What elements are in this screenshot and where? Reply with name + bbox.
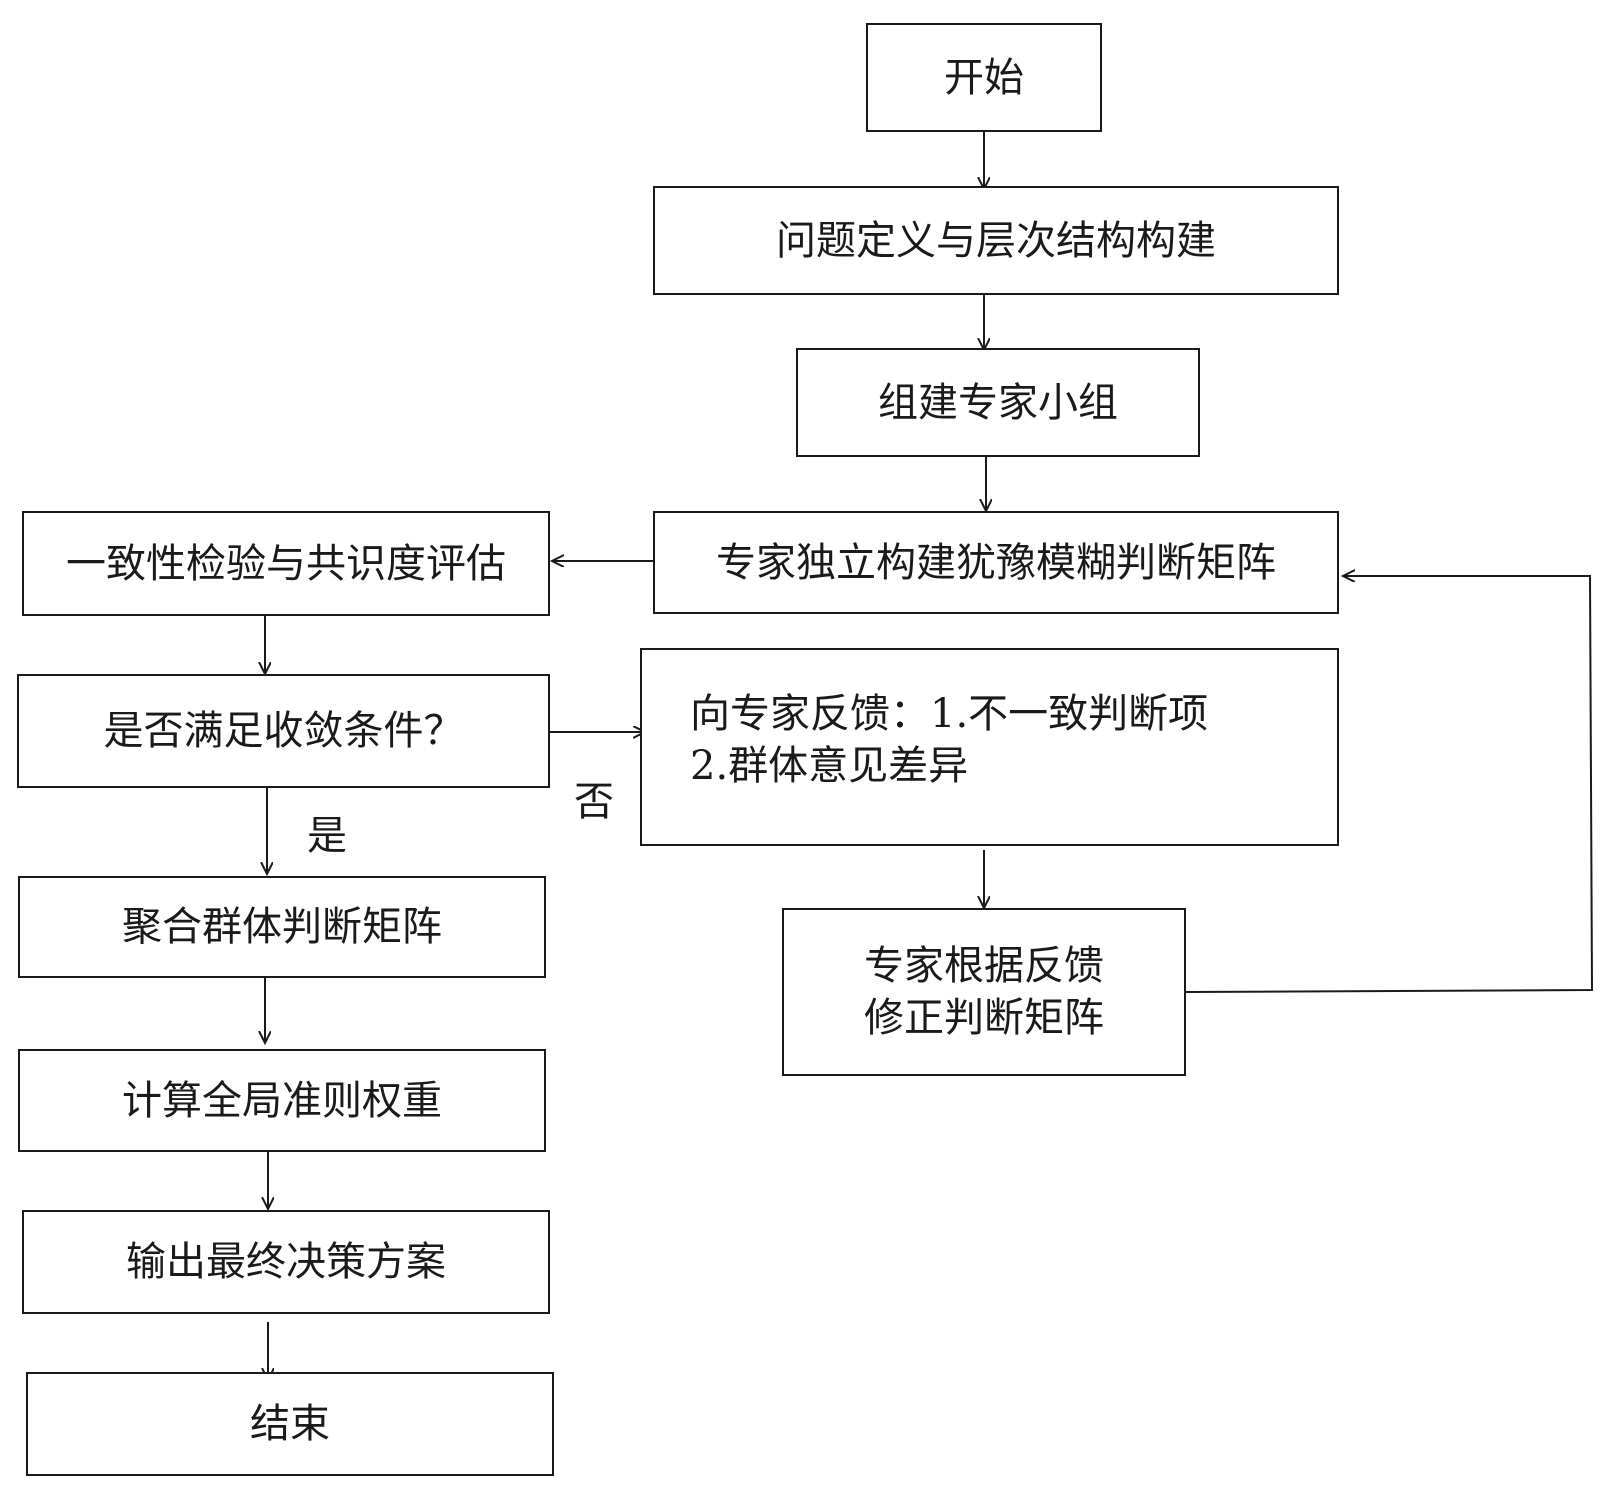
node-output-decision-label: 输出最终决策方案 [126,1239,446,1285]
node-problem-definition: 问题定义与层次结构构建 [653,186,1339,295]
node-expert-team-label: 组建专家小组 [878,379,1118,426]
node-revise-line1: 专家根据反馈 [864,943,1104,989]
node-feedback: 向专家反馈：1.不一致判断项 2.群体意见差异 [640,648,1339,846]
node-compute-weights-label: 计算全局准则权重 [122,1077,442,1124]
node-consistency-check: 一致性检验与共识度评估 [22,511,550,616]
node-end: 结束 [26,1372,554,1476]
node-revise-line2: 修正判断矩阵 [864,995,1104,1041]
node-end-label: 结束 [250,1401,330,1447]
node-start: 开始 [866,23,1102,132]
node-compute-weights: 计算全局准则权重 [18,1049,546,1152]
node-consistency-check-label: 一致性检验与共识度评估 [66,540,506,587]
node-start-label: 开始 [944,54,1024,101]
node-aggregate-matrix-label: 聚合群体判断矩阵 [122,904,442,950]
node-problem-definition-label: 问题定义与层次结构构建 [776,217,1216,264]
node-feedback-line2: 2.群体意见差异 [690,743,969,789]
node-build-matrix: 专家独立构建犹豫模糊判断矩阵 [653,511,1339,614]
label-no: 否 [574,779,614,825]
node-build-matrix-label: 专家独立构建犹豫模糊判断矩阵 [716,539,1276,586]
node-feedback-line1: 向专家反馈：1.不一致判断项 [690,691,1209,737]
node-aggregate-matrix: 聚合群体判断矩阵 [18,876,546,978]
node-convergence-decision: 是否满足收敛条件？ [17,674,550,788]
node-expert-team: 组建专家小组 [796,348,1200,457]
node-convergence-decision-label: 是否满足收敛条件？ [103,708,464,754]
node-revise-matrix: 专家根据反馈 修正判断矩阵 [782,908,1186,1076]
label-yes: 是 [307,813,347,859]
arrow-revise-to-build-loop [1185,576,1594,993]
node-output-decision: 输出最终决策方案 [22,1210,550,1314]
